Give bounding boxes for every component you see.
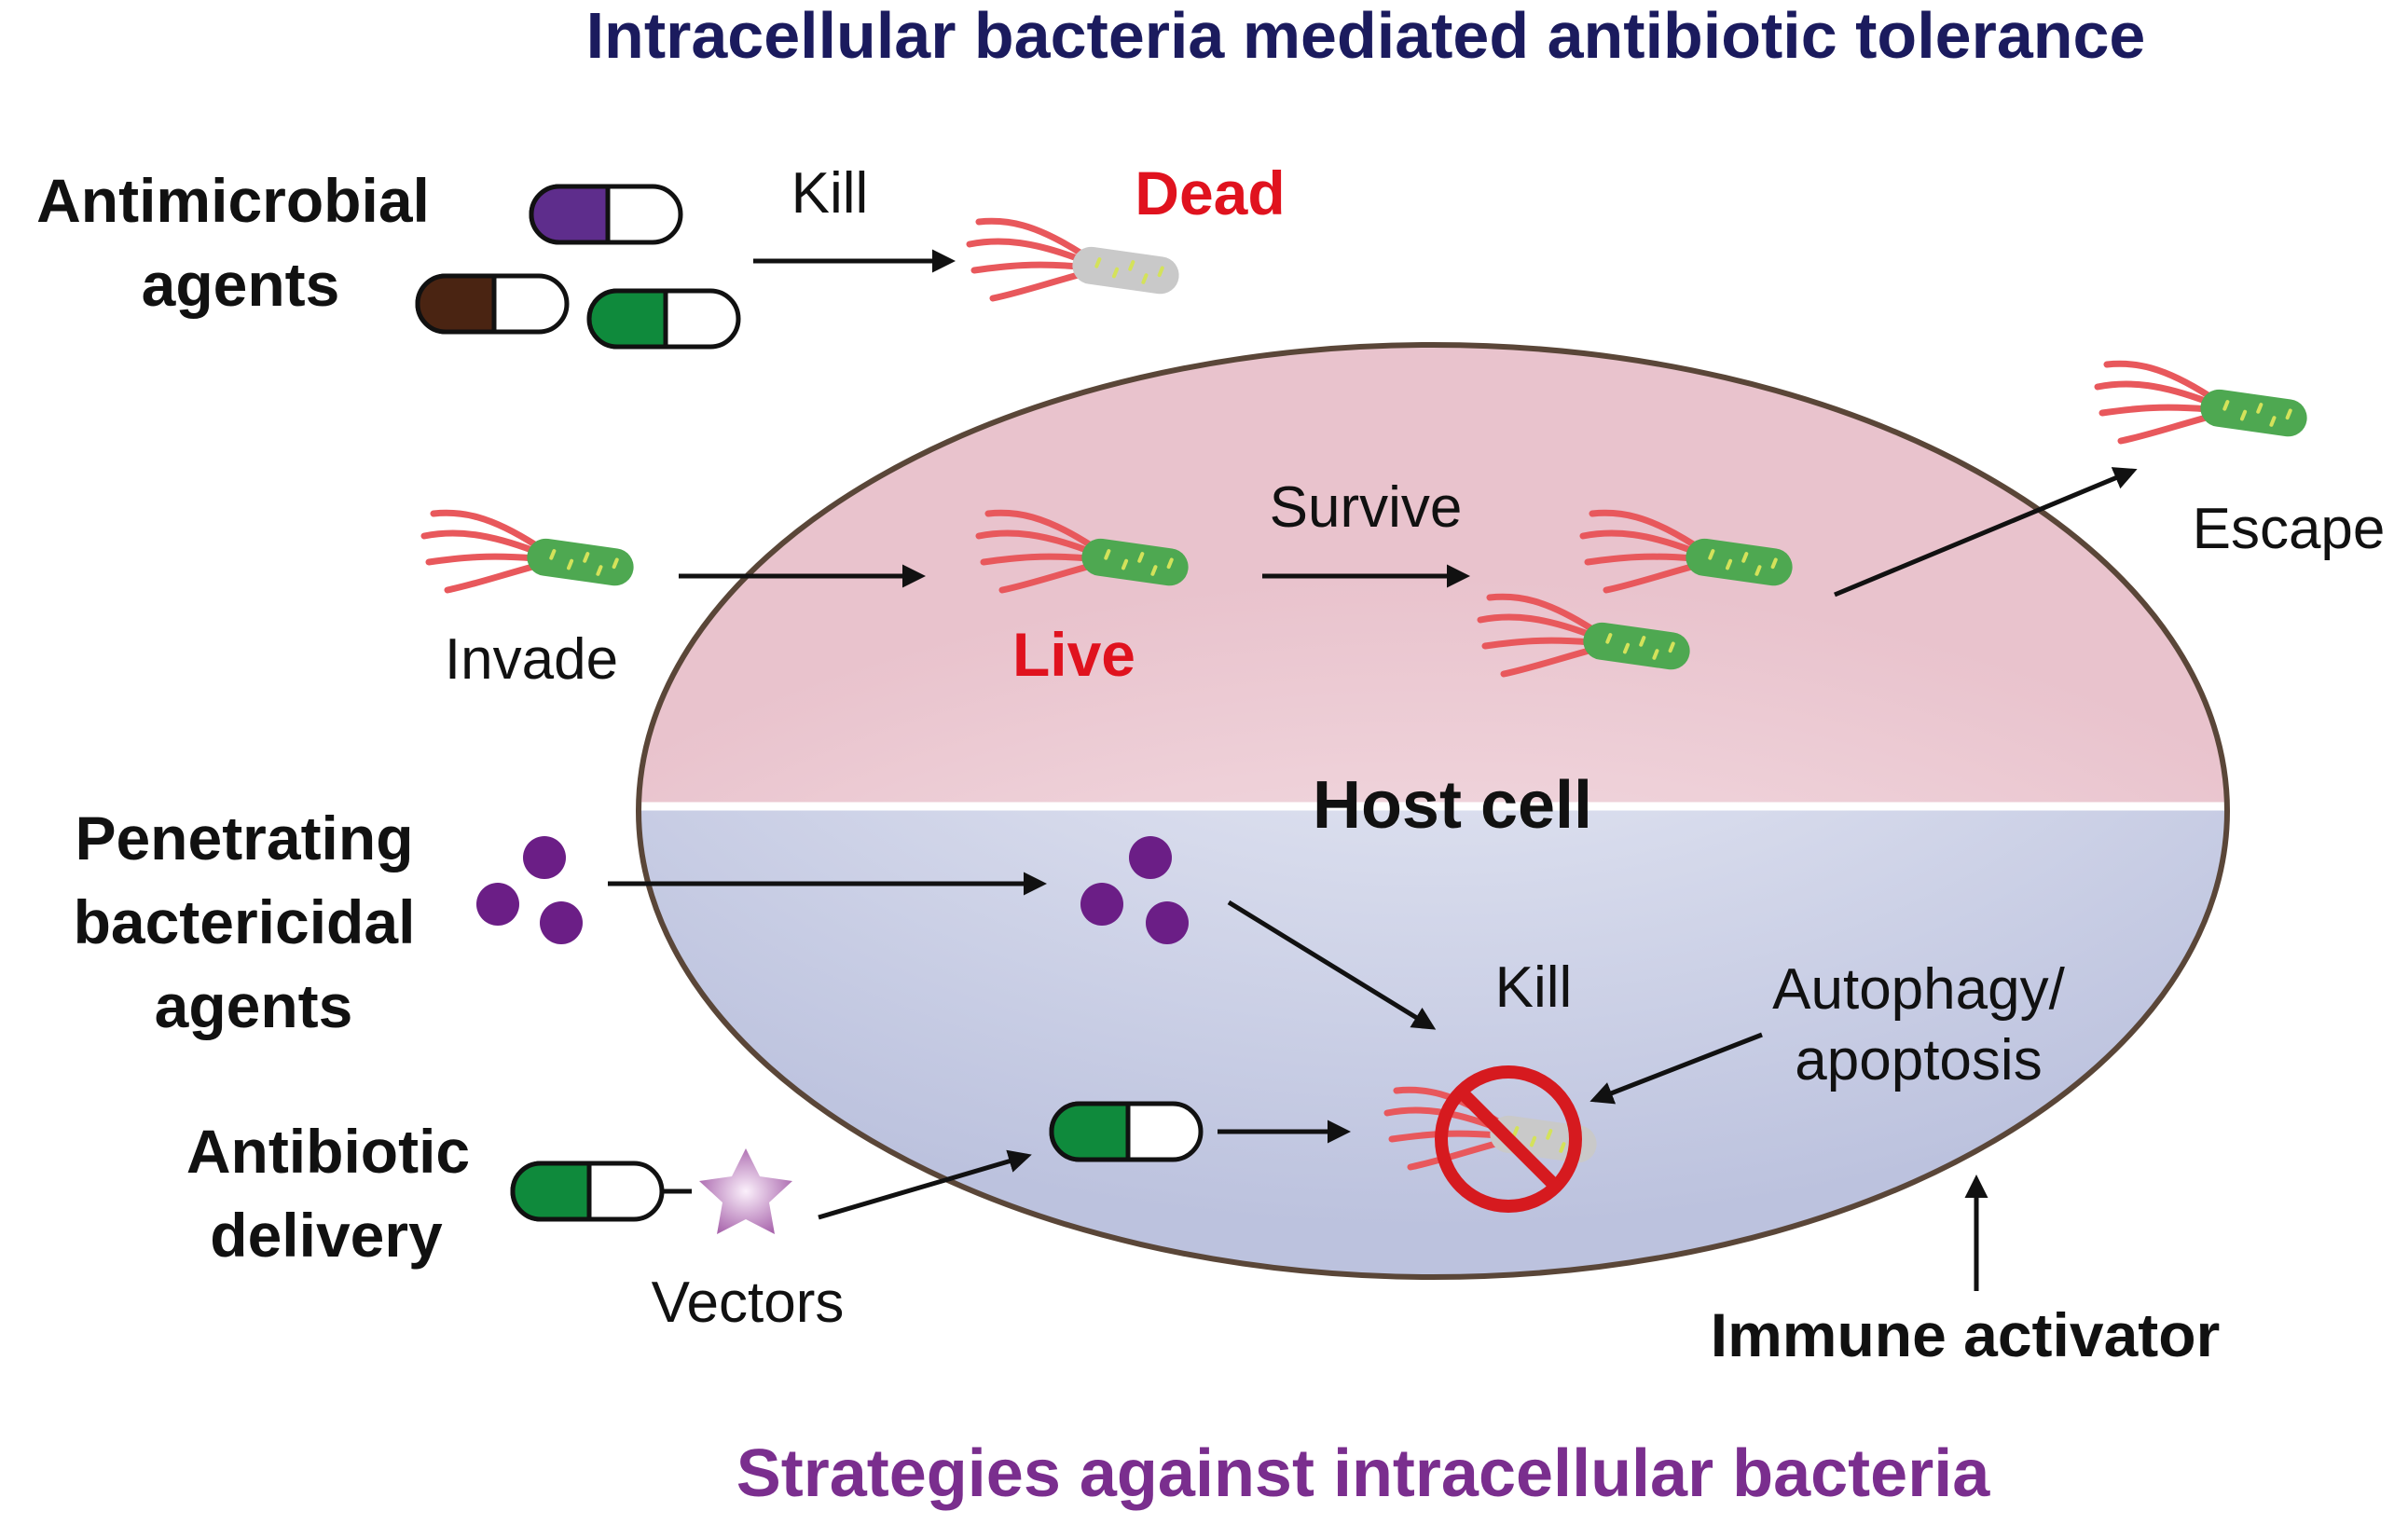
dots-to-kill-arrow (1227, 900, 1437, 1030)
immune-activator-label: Immune activator (1711, 1300, 2221, 1369)
bactericidal-dots-icon (476, 836, 583, 944)
intracellular-dots-icon (1080, 836, 1189, 944)
penetrating-label-line2: bactericidal (74, 887, 416, 956)
escape-label: Escape (2193, 497, 2386, 561)
title-top: Intracellular bacteria mediated antibiot… (586, 0, 2146, 72)
autophagy-label-line1: Autophagy/ (1772, 957, 2065, 1022)
antibiotic-delivery-label-line1: Antibiotic (186, 1117, 470, 1186)
vectors-label: Vectors (652, 1271, 845, 1335)
invade-label: Invade (445, 627, 618, 692)
invading-bacterium-icon (424, 513, 636, 590)
no-sign-icon (1435, 1065, 1582, 1213)
antimicrobial-label-line1: Antimicrobial (36, 166, 430, 235)
antibiotic-delivery-label-line2: delivery (210, 1201, 443, 1270)
autophagy-arrow (1589, 1032, 1763, 1105)
escape-arrow (1834, 467, 2138, 598)
kill-bottom-label: Kill (1495, 955, 1573, 1020)
host-cell-label: Host cell (1313, 768, 1592, 843)
antimicrobial-label-line2: agents (142, 250, 340, 319)
penetrating-label-line3: agents (155, 971, 353, 1040)
escaped-bacterium-icon (2098, 364, 2309, 441)
title-bottom: Strategies against intracellular bacteri… (736, 1436, 1991, 1511)
survive-label: Survive (1270, 475, 1463, 540)
delivered-pill-icon (1049, 1101, 1204, 1162)
pill-green-icon (586, 288, 741, 350)
penetrating-label-line1: Penetrating (75, 804, 413, 872)
dead-label: Dead (1135, 158, 1285, 227)
kill-top-label: Kill (791, 161, 869, 226)
dead-bacterium-icon (970, 221, 1181, 298)
pill-brown-icon (415, 273, 570, 335)
autophagy-label-line2: apoptosis (1795, 1028, 2042, 1092)
vector-pill-icon (510, 1161, 692, 1222)
pill-purple-icon (529, 184, 683, 245)
live-label: Live (1012, 620, 1135, 689)
vector-arrow (818, 1149, 1032, 1220)
vector-star-icon (699, 1148, 792, 1234)
